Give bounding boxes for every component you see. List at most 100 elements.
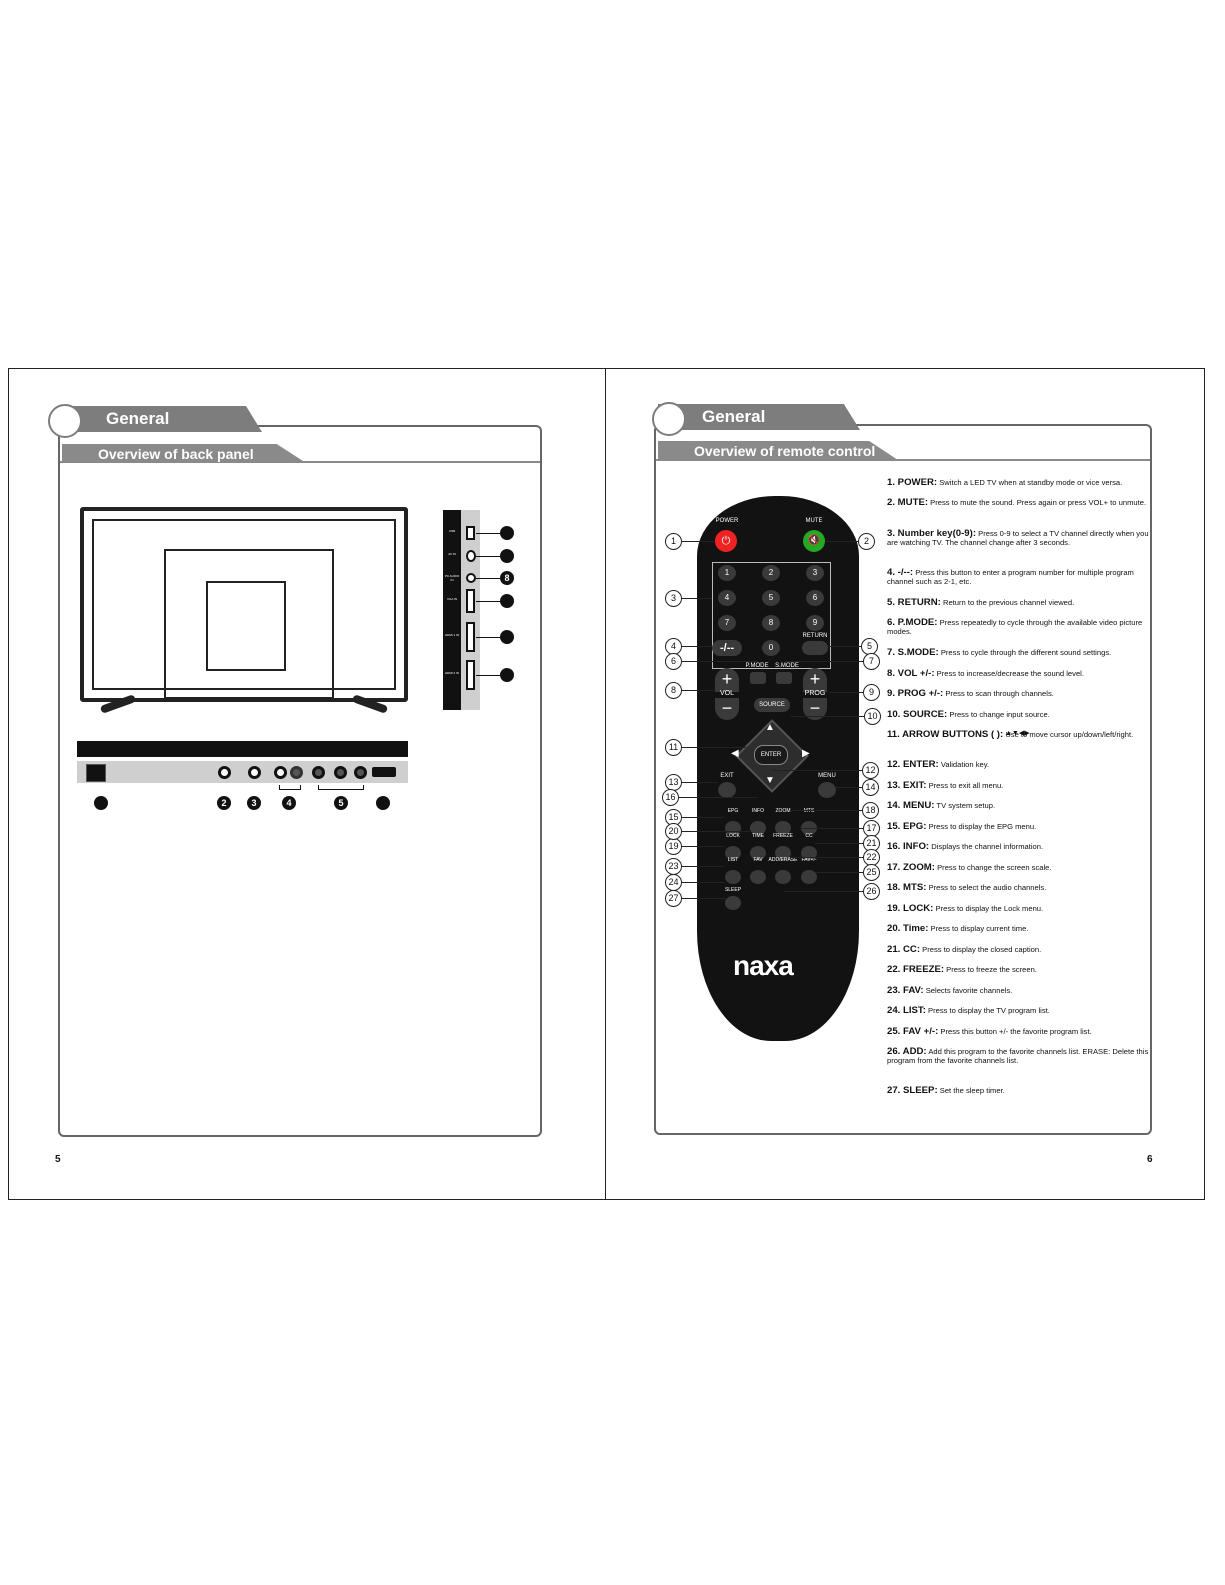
naxa-logo: naxa: [733, 950, 794, 981]
callout-24: 24: [665, 874, 682, 891]
number-pad: [712, 562, 831, 669]
row2-button-2: [775, 846, 791, 860]
description-heading: 12. ENTER:: [887, 759, 939, 770]
description-item-12: 12. ENTER: Validation key.: [887, 759, 1155, 770]
callout-3: 3: [665, 590, 682, 607]
smode-button: [776, 672, 792, 684]
description-item-18: 18. MTS: Press to select the audio chann…: [887, 882, 1155, 893]
description-heading: 19. LOCK:: [887, 903, 934, 914]
callout-27: 27: [665, 890, 682, 907]
callout-leader: [681, 690, 714, 691]
description-text: Switch a LED TV when at standby mode or …: [937, 478, 1123, 487]
right-page-frame: [654, 424, 1152, 1135]
bottom-bullet: 5: [334, 796, 348, 810]
power-label: POWER: [715, 518, 739, 524]
description-heading: 5. RETURN:: [887, 597, 941, 608]
bottom-bullet: 4: [282, 796, 296, 810]
row2-button-0: [725, 846, 741, 860]
jack-5a: [312, 766, 325, 779]
description-item-19: 19. LOCK: Press to display the Lock menu…: [887, 903, 1155, 914]
tv-back-frame: [92, 519, 396, 699]
side-leader: [476, 637, 500, 638]
bottom-panel: [77, 761, 408, 783]
callout-18: 18: [862, 802, 879, 819]
description-item-15: 15. EPG: Press to display the EPG menu.: [887, 822, 1155, 832]
description-text: Press 0-9 to select a TV channel directl…: [887, 529, 1149, 547]
description-text: Press to display current time.: [928, 924, 1029, 933]
arrows-icon: ▲▼◀▶: [1005, 730, 1030, 737]
side-port-1: [466, 526, 475, 540]
callout-leader: [790, 810, 862, 811]
description-text: Set the sleep timer.: [937, 1086, 1005, 1095]
right-page-number: 6: [1147, 1154, 1153, 1165]
description-heading: 1. POWER:: [887, 477, 938, 488]
description-item-11: 11. ARROW BUTTONS ( ): Use to move curso…: [887, 730, 1155, 740]
jack-4b: [290, 766, 303, 779]
callout-19: 19: [665, 838, 682, 855]
row3-button-2: [775, 870, 791, 884]
side-bullet: 8: [500, 571, 514, 585]
row3-button-1: [750, 870, 766, 884]
left-arrow-icon: ◀: [731, 748, 739, 759]
row1-label-1: INFO: [752, 808, 764, 814]
description-text: Press to freeze the screen.: [944, 965, 1037, 974]
description-text: Press to display the EPG menu.: [926, 822, 1037, 831]
side-port-label: USB: [448, 529, 456, 533]
number-key-3: 3: [806, 565, 824, 581]
return-button: [802, 641, 828, 655]
tv-stand-mount: [164, 549, 334, 699]
side-bullet: [500, 526, 514, 540]
row2-button-1: [750, 846, 766, 860]
description-text: TV system setup.: [934, 801, 996, 810]
description-heading: 20. Time:: [887, 923, 929, 934]
callout-leader: [828, 692, 863, 693]
side-port-label: AV IN: [448, 552, 456, 556]
side-bullet: [500, 668, 514, 682]
description-text: Press to exit all menu.: [926, 781, 1004, 790]
side-port-4: [466, 589, 475, 613]
callout-leader: [681, 831, 750, 832]
row2-label-3: CC: [805, 833, 813, 839]
row3-button-3: [801, 870, 817, 884]
description-heading: 6. P.MODE:: [887, 617, 938, 628]
smode-label: S.MODE: [775, 663, 799, 669]
callout-leader: [681, 882, 725, 883]
down-arrow-icon: ▼: [765, 775, 775, 786]
description-item-23: 23. FAV: Selects favorite channels.: [887, 986, 1155, 996]
left-page-number: 5: [55, 1154, 61, 1165]
description-heading: 16. INFO:: [887, 841, 930, 852]
description-text: Validation key.: [938, 760, 990, 769]
description-text: Press to select the audio channels.: [926, 883, 1047, 892]
prog-label: PROG: [804, 690, 826, 697]
description-heading: 18. MTS:: [887, 882, 927, 893]
callout-leader: [815, 872, 863, 873]
description-item-24: 24. LIST: Press to display the TV progra…: [887, 1006, 1155, 1016]
mute-label: MUTE: [805, 518, 823, 524]
description-heading: 13. EXIT:: [887, 780, 927, 791]
callout-11: 11: [665, 739, 682, 756]
description-item-9: 9. PROG +/-: Press to scan through chann…: [887, 689, 1155, 699]
right-subtitle-rule: [656, 459, 1150, 461]
description-item-1: 1. POWER: Switch a LED TV when at standb…: [887, 477, 1155, 488]
description-heading: 8. VOL +/-:: [887, 668, 935, 679]
description-heading: 25. FAV +/-:: [887, 1026, 939, 1037]
description-text: Press to increase/decrease the sound lev…: [934, 669, 1084, 678]
callout-leader: [836, 787, 862, 788]
callout-20: 20: [665, 823, 682, 840]
description-item-4: 4. -/--: Press this button to enter a pr…: [887, 568, 1155, 586]
pmode-button: [750, 672, 766, 684]
hdmi-port: [372, 767, 396, 777]
description-heading: 3. Number key(0-9):: [887, 528, 977, 539]
row1-label-2: ZOOM: [775, 808, 791, 814]
description-text: Press to cycle through the different sou…: [938, 648, 1112, 657]
callout-23: 23: [665, 858, 682, 875]
callout-leader: [815, 843, 863, 844]
side-port-label: PC AUDIO IN: [444, 574, 460, 582]
mute-button: 🔇: [803, 530, 825, 552]
description-heading: 4. -/--:: [887, 567, 914, 578]
row2-label-2: FREEZE: [773, 833, 793, 839]
description-item-26: 26. ADD: Add this program to the favorit…: [887, 1047, 1155, 1065]
number-key-6: 6: [806, 590, 824, 606]
prog-up-button: +: [803, 668, 827, 692]
callout-leader: [681, 866, 724, 867]
